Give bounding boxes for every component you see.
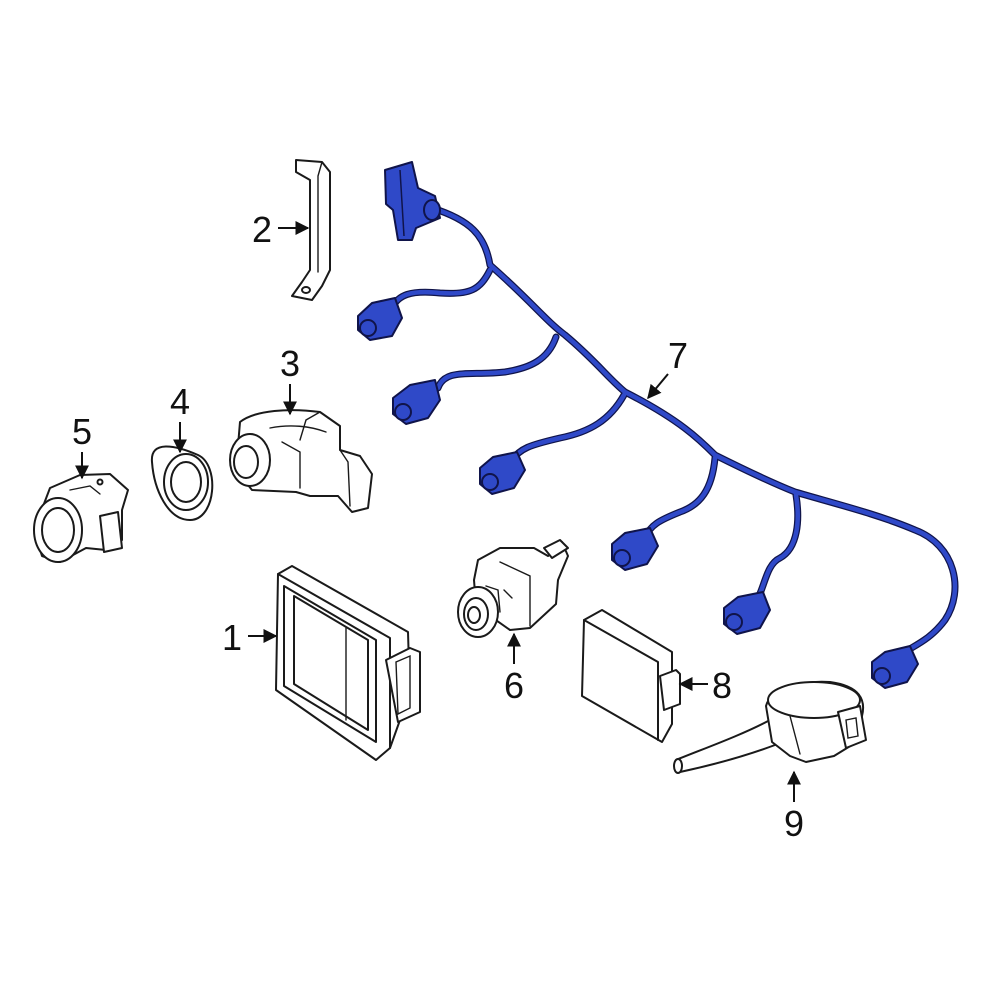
callout-2: 2 (252, 209, 272, 250)
callout-5: 5 (72, 411, 92, 452)
arrow-7 (647, 373, 669, 400)
callout-7: 7 (668, 335, 688, 376)
callout-arrows (75, 221, 801, 802)
harness-connector-6 (871, 645, 919, 689)
camera-part[interactable] (457, 539, 569, 638)
wiring-harness[interactable] (357, 161, 959, 689)
callout-3: 3 (280, 343, 300, 384)
sensor-ring-part[interactable] (150, 445, 214, 521)
park-sensor-outer-part[interactable] (33, 473, 129, 563)
callout-6: 6 (504, 665, 524, 706)
harness-connector-1 (357, 297, 403, 341)
bracket-part[interactable] (291, 159, 331, 301)
harness-fill (389, 205, 958, 658)
park-sensor-part[interactable] (229, 409, 373, 513)
rod-sensor-part[interactable] (673, 680, 867, 774)
callout-8: 8 (712, 665, 732, 706)
callout-labels: 1 2 3 4 5 6 7 8 9 (72, 209, 804, 844)
harness-main-connector (384, 161, 441, 241)
callout-9: 9 (784, 803, 804, 844)
harness-connector-3 (479, 451, 526, 495)
harness-connector-2 (392, 379, 441, 425)
callout-1: 1 (222, 617, 242, 658)
module-box-part[interactable] (581, 609, 681, 743)
control-module-part[interactable] (275, 565, 421, 761)
callout-4: 4 (170, 381, 190, 422)
harness-connector-4 (611, 527, 659, 571)
harness-connector-5 (723, 591, 771, 635)
